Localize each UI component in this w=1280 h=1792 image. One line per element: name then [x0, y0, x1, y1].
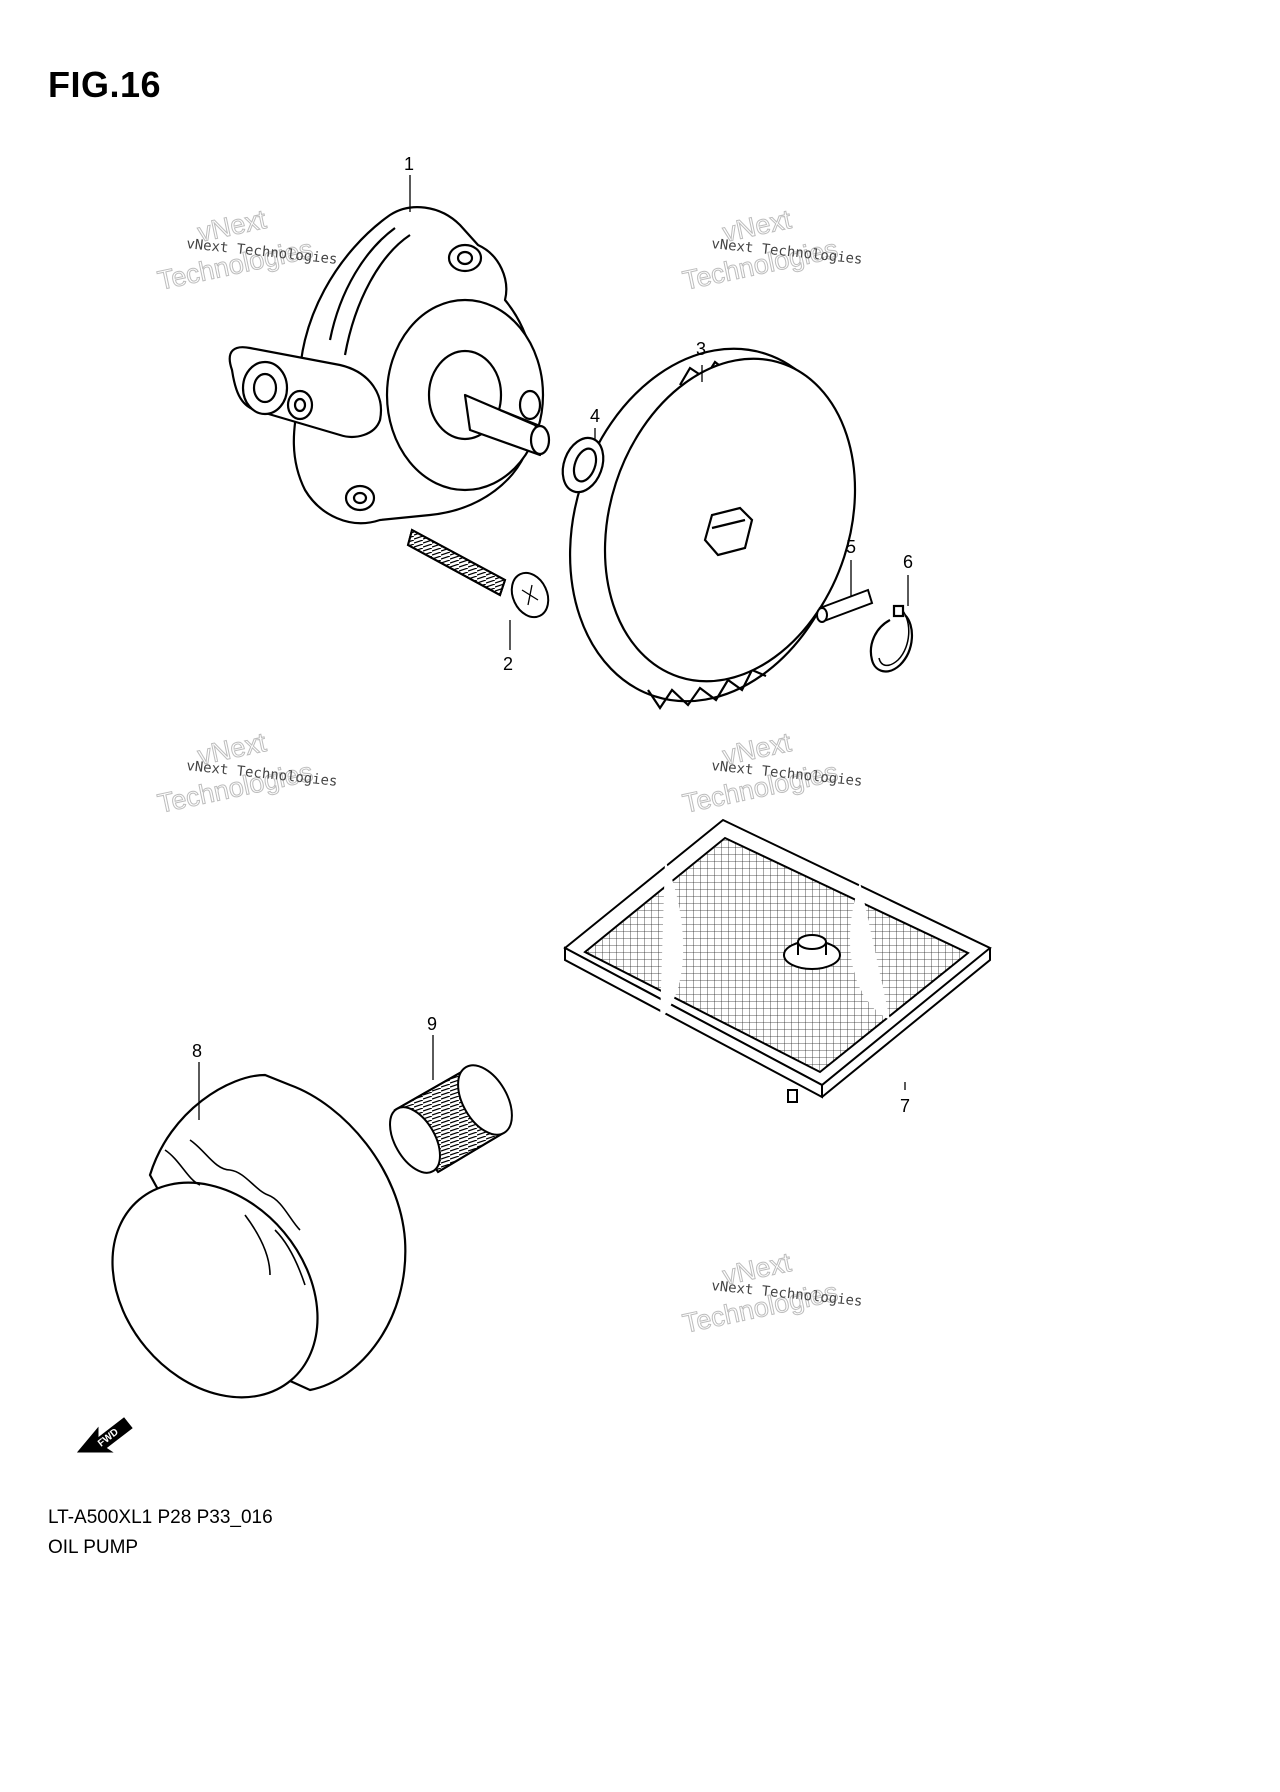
- callout-1: 1: [404, 154, 414, 174]
- callout-7: 7: [900, 1096, 910, 1116]
- screw-icon: [406, 528, 550, 619]
- pin-icon: [816, 588, 874, 623]
- figure-name-caption: OIL PUMP: [48, 1537, 139, 1558]
- oil-pump-body-icon: [228, 206, 551, 525]
- callout-5: 5: [846, 537, 856, 557]
- callout-9: 9: [427, 1014, 437, 1034]
- figure-title: FIG.16: [48, 64, 162, 105]
- model-code-caption: LT-A500XL1 P28 P33_016: [48, 1507, 273, 1528]
- watermark: vNext Technologies vNext Technologies: [155, 727, 339, 820]
- oil-strainer-icon: [563, 818, 992, 1103]
- oil-filter-icon: [111, 1073, 407, 1399]
- leader-lines: [198, 175, 909, 1120]
- watermark: vNext Technologies vNext Technologies: [155, 204, 339, 297]
- callout-4: 4: [590, 406, 600, 426]
- callout-2: 2: [503, 654, 513, 674]
- watermark: vNext Technologies vNext Technologies: [680, 727, 864, 820]
- circlip-icon: [869, 604, 913, 673]
- washer-icon: [561, 436, 605, 494]
- callout-6: 6: [903, 552, 913, 572]
- driven-gear-icon: [568, 347, 857, 710]
- callout-8: 8: [192, 1041, 202, 1061]
- watermark: vNext Technologies vNext Technologies: [680, 204, 864, 297]
- union-bolt-icon: [389, 1064, 513, 1174]
- fwd-arrow-icon: FWD: [76, 1417, 133, 1453]
- watermark: vNext Technologies vNext Technologies: [680, 1247, 864, 1340]
- callout-3: 3: [696, 339, 706, 359]
